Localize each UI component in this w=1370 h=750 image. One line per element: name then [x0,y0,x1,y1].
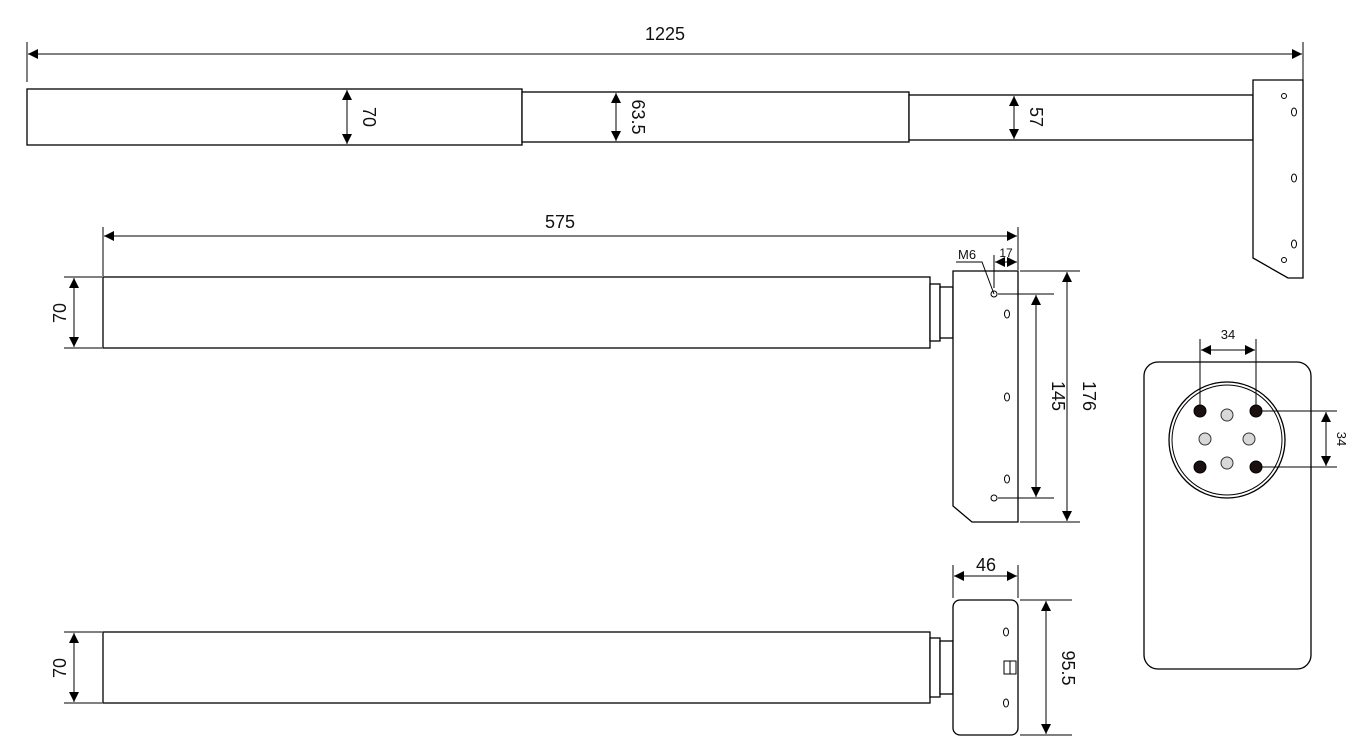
bottom-tube [102,631,931,704]
dim-pin-spacing-vertical-label: 34 [1334,432,1349,446]
bracket-holes [1281,93,1297,263]
stage-1-tube [26,88,523,146]
stage-2-tube [521,91,910,143]
side-bracket-holes [990,290,1010,502]
retracted-side-view: 575 70 M6 17 145 [50,212,1099,523]
pin-dark [1193,460,1207,474]
dim-hole-offset: 17 [993,246,1019,288]
dim-bottom-height: 70 [50,631,102,704]
dim-hole-spacing-label: 145 [1048,381,1068,411]
dim-overall-length-label: 1225 [645,24,685,44]
dim-stage1-height: 70 [342,90,379,144]
bottom-collar-2 [939,640,954,695]
dim-overall-length: 1225 [26,24,1304,82]
connector-ring-outer [1168,381,1286,499]
dim-housing-depth: 46 [952,555,1019,598]
stage-3-tube [908,94,1254,141]
retracted-collar-2 [939,286,954,339]
connector-pins [1193,404,1263,474]
thread-callout: M6 [956,247,995,295]
dim-housing-height: 95.5 [1020,599,1078,736]
retracted-top-view: 46 70 95.5 [50,555,1078,736]
housing-details [1003,627,1017,708]
dim-bottom-height-label: 70 [50,658,70,678]
dim-stage2-height: 63.5 [611,93,648,141]
dim-stage1-height-label: 70 [359,107,379,127]
motor-housing [952,599,1019,736]
thread-callout-label: M6 [958,247,976,262]
connector-view: 34 34 [1143,327,1349,670]
dim-housing-depth-label: 46 [976,555,996,575]
pin-light [1220,408,1234,422]
dim-stage3-height-label: 57 [1026,107,1046,127]
dim-side-height-label: 70 [50,303,70,323]
connector-ring-inner [1171,384,1283,496]
bottom-collar [929,637,941,698]
retracted-collar [929,283,941,342]
pin-light [1198,432,1212,446]
retracted-tube [102,276,931,349]
dim-hole-offset-label: 17 [999,246,1013,260]
pin-dark [1249,404,1263,418]
dim-housing-height-label: 95.5 [1058,650,1078,685]
dim-stage2-height-label: 63.5 [628,99,648,134]
dim-bracket-height: 176 [1020,270,1099,523]
dim-stage3-height: 57 [1009,96,1046,139]
dim-side-height: 70 [50,276,102,349]
extended-view: 1225 70 63.5 57 [26,24,1304,279]
pin-dark [1193,404,1207,418]
dim-pin-spacing-horizontal-label: 34 [1221,327,1235,342]
dim-retracted-length-label: 575 [545,212,575,232]
side-bracket [952,270,1019,523]
dim-pin-spacing-vertical: 34 [1262,410,1349,468]
dim-pin-spacing-horizontal: 34 [1199,327,1257,405]
dim-retracted-length: 575 [102,212,1019,276]
connector-housing [1143,361,1312,670]
end-bracket [1252,79,1304,279]
dim-bracket-height-label: 176 [1079,381,1099,411]
pin-light [1242,432,1256,446]
pin-light [1220,456,1234,470]
pin-dark [1249,460,1263,474]
